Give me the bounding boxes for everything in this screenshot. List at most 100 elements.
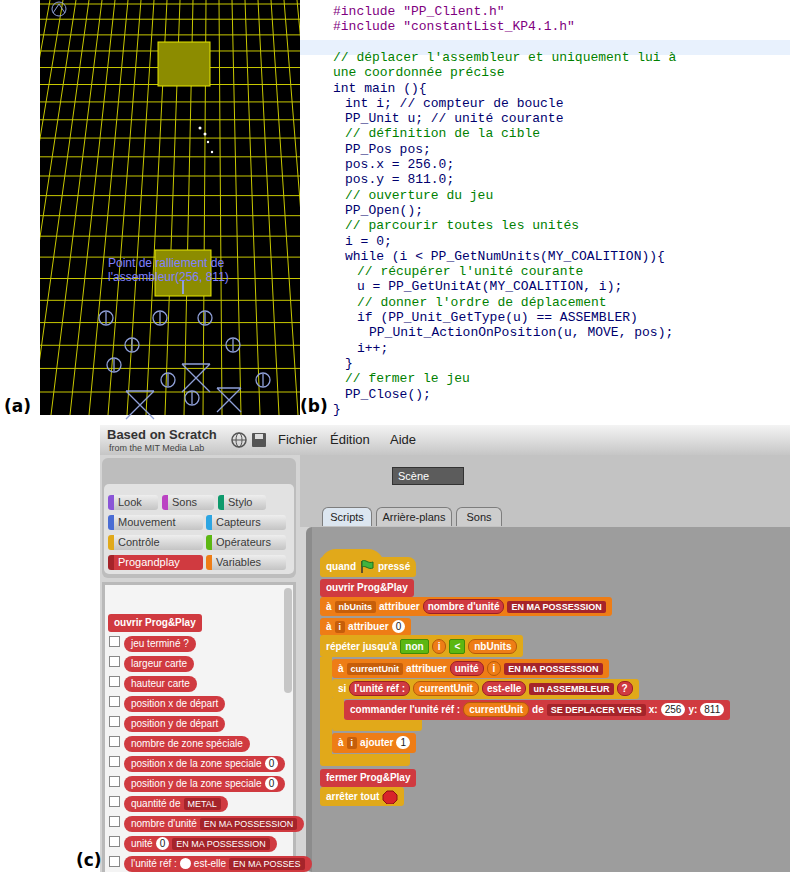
reporter-block: nombre d'unitéEN MA POSSESSION — [124, 813, 304, 832]
block-text: ouvrir Prog&Play — [114, 617, 196, 628]
block-body: Sons — [162, 495, 214, 510]
menu-item: Fichier — [278, 432, 317, 447]
grid-line — [245, 0, 260, 415]
script-block: ouvrir Prog&Play — [108, 612, 202, 632]
button-label: Sons — [466, 511, 491, 523]
checkbox — [109, 776, 120, 787]
variable-reporter: currentUnit — [413, 681, 479, 696]
block-body: ouvrir Prog&Play — [320, 579, 414, 597]
category-button: Stylo — [218, 492, 266, 510]
reporter-block: position y de la zone speciale0 — [124, 773, 285, 792]
code-line: if (PP_Unit_GetType(u) == ASSEMBLER) — [357, 310, 638, 325]
block-text: quand — [326, 561, 356, 572]
script-block: arrêter tout — [320, 786, 404, 806]
unit-icon — [161, 373, 175, 387]
block-text: ouvrir Prog&Play — [326, 582, 408, 593]
block-body: Arrière-plans — [376, 507, 452, 526]
game-view — [40, 0, 300, 415]
block-body: Variables — [206, 555, 286, 570]
block-body: position x de départ — [124, 696, 225, 712]
code-line: #include "constantList_KP4.1.h" — [333, 19, 575, 34]
unit-icon — [153, 311, 167, 325]
script-frame — [306, 527, 790, 872]
tab: Arrière-plans — [376, 507, 452, 526]
unit-icon — [182, 364, 210, 392]
grid-line — [40, 236, 300, 237]
operator: < — [449, 639, 465, 654]
block-body: àiajouter1 — [332, 733, 416, 753]
grid-line — [40, 215, 300, 216]
tab: Scripts — [322, 507, 372, 526]
block-text: de — [532, 704, 544, 715]
grid-line — [89, 0, 128, 415]
code-line: } — [345, 356, 353, 371]
code-line: i = 0; — [345, 234, 392, 249]
map-grid — [40, 0, 300, 415]
button-label: Opérateurs — [216, 536, 271, 548]
code-line: // ouverture du jeu — [345, 188, 493, 203]
grid-line — [232, 0, 241, 415]
block-text: nombre de zone spéciale — [131, 738, 243, 749]
grid-line — [284, 0, 300, 415]
block-text: répéter jusqu'à — [326, 641, 397, 652]
stop-sign — [383, 791, 397, 804]
unit-icon — [107, 358, 121, 372]
code-line: while (i < PP_GetNumUnits(MY_COALITION))… — [345, 249, 665, 264]
block-text: à — [326, 621, 332, 632]
variable-reporter: i — [487, 661, 502, 676]
save-icon — [252, 433, 266, 447]
block-body: Contrôle — [108, 535, 203, 550]
block-body: unité0EN MA POSSESSION — [124, 836, 277, 852]
scratch-window — [100, 425, 790, 872]
reporter-block: quantité deMETAL — [124, 793, 228, 812]
checkbox — [109, 696, 120, 707]
script-block: àcurrentUnitattribuerunitéiEN MA POSSESS… — [332, 658, 609, 678]
reporter-block: nombre de zone spéciale — [124, 733, 250, 752]
checkbox — [109, 676, 120, 687]
rally-dot — [211, 151, 213, 153]
grid-line — [127, 0, 154, 415]
block-body: Look — [108, 495, 158, 510]
button-label: Progandplay — [118, 556, 180, 568]
block-text: x: — [649, 704, 658, 715]
figure-label: (c) — [76, 850, 102, 870]
code-line: // donner l'ordre de déplacement — [357, 295, 607, 310]
c-block-arm — [332, 698, 344, 719]
button-label: Scripts — [330, 511, 364, 523]
name-field: Scène — [392, 466, 464, 485]
grid-line — [258, 0, 279, 415]
grid-line — [40, 119, 300, 120]
checkbox — [109, 816, 120, 827]
block-body: Mouvement — [108, 515, 203, 530]
grid-line — [40, 138, 300, 139]
rally-dot — [207, 141, 209, 143]
block-body: Opérateurs — [206, 535, 286, 550]
dropdown: un ASSEMBLEUR — [529, 683, 613, 695]
block-text: position y de départ — [131, 718, 218, 729]
button-label: Look — [118, 496, 142, 508]
block-body: fermer Prog&Play — [320, 769, 416, 787]
block-text: arrêter tout — [326, 791, 379, 802]
unit-icon — [226, 338, 240, 352]
game-objects — [52, 2, 213, 296]
unit-icon — [191, 392, 192, 404]
grid-line — [40, 368, 300, 369]
code-line: int main (){ — [333, 81, 427, 96]
block-text: à — [338, 663, 344, 674]
category-button: Variables — [206, 552, 286, 570]
dropdown: EN MA POSSESSION — [504, 663, 602, 675]
reporter-block: hauteur carte — [124, 673, 197, 692]
grid-line — [40, 0, 76, 415]
grid-line — [40, 322, 300, 323]
unit-icon — [198, 311, 212, 325]
dropdown: SE DEPLACER VERS — [547, 704, 646, 716]
checkbox — [109, 756, 120, 767]
reporter: nombre d'unité — [423, 599, 505, 614]
rally-dot — [204, 133, 207, 136]
grid-line — [40, 101, 300, 102]
block-text: si — [338, 683, 346, 694]
block-text: pressé — [378, 561, 410, 572]
block-text: jeu terminé ? — [131, 638, 189, 649]
